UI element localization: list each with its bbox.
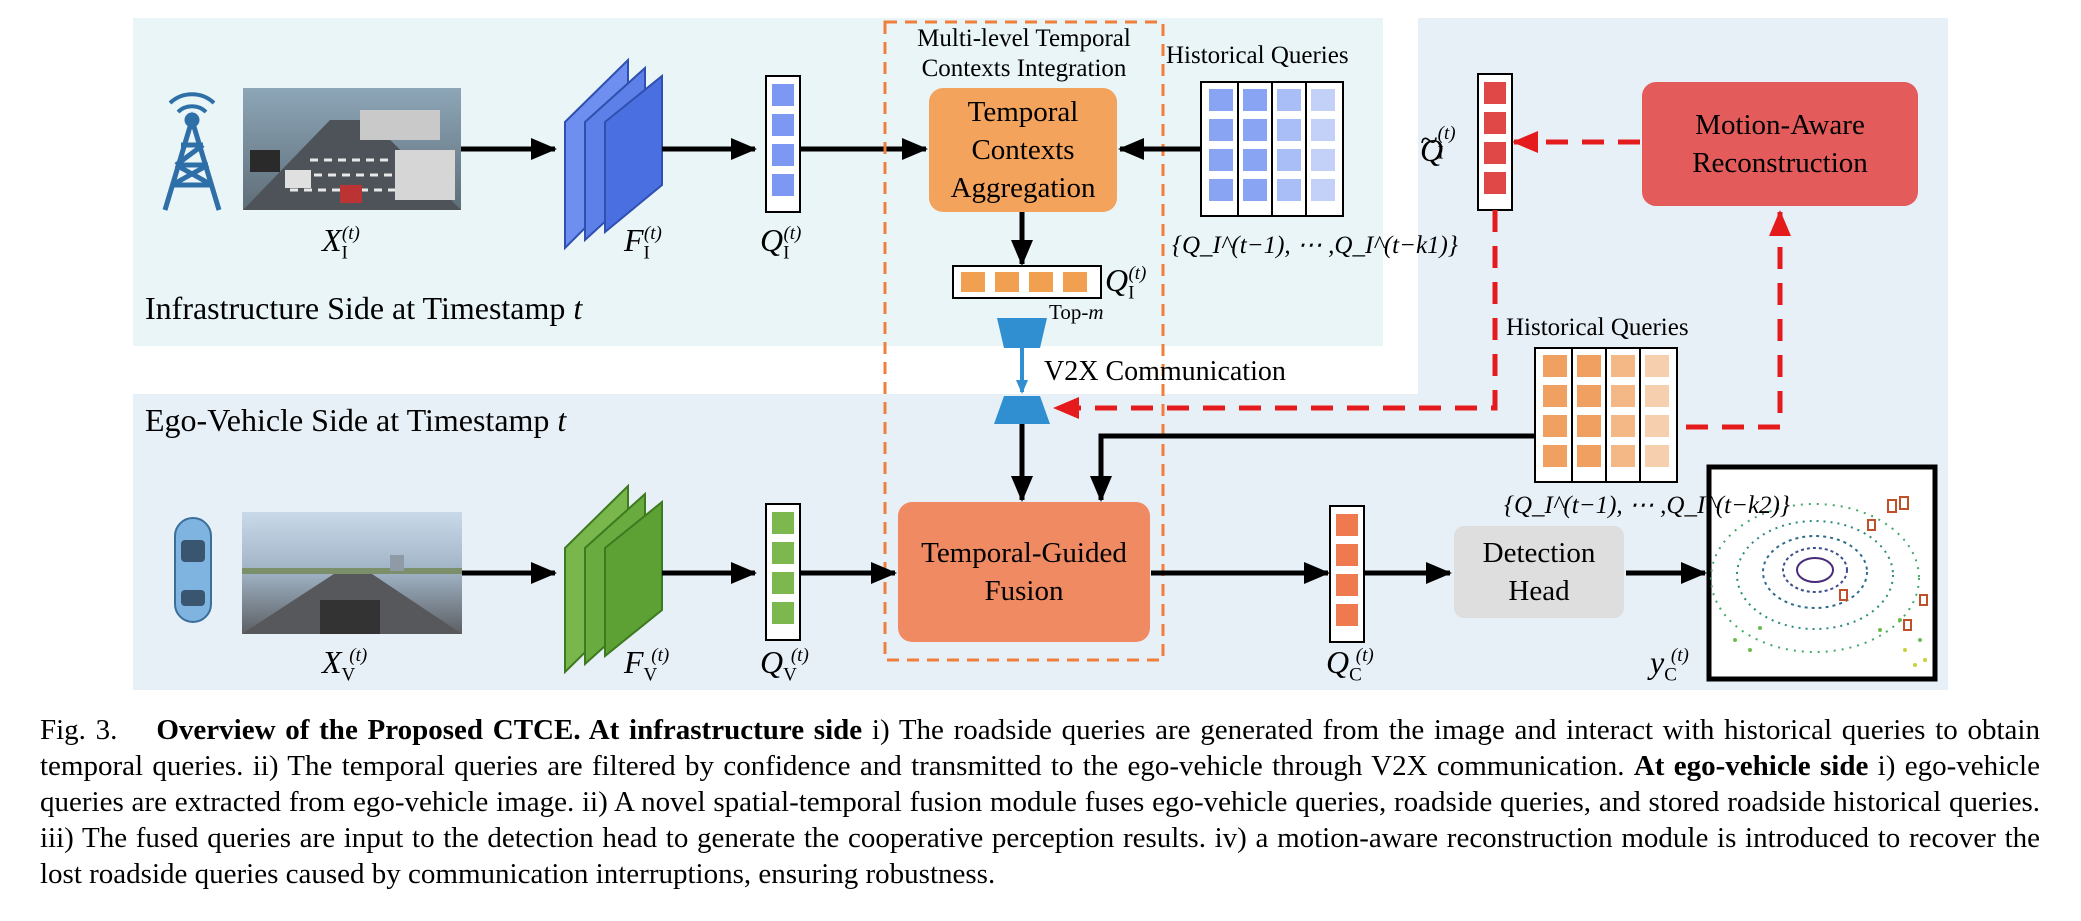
figure-caption: Fig. 3. Overview of the Proposed CTCE. A… (40, 712, 2040, 892)
label-q-temporal: QI(t) (1105, 262, 1147, 304)
label-x-infra: XI(t) (322, 222, 360, 264)
infra-feature-maps (564, 57, 663, 251)
ego-camera-image (242, 512, 462, 634)
label-f-ego: FV(t) (624, 644, 670, 686)
historical-queries-grid-blue (1200, 81, 1344, 217)
historical-set-k1: {Q_I^(t−1), ⋯ ,Q_I^(t−k1)} (1172, 232, 1458, 259)
ego-panel-label: Ego-Vehicle Side at Timestamp t (145, 402, 567, 438)
label-y-output: yC(t) (1650, 644, 1689, 686)
temporal-contexts-aggregation-box: Temporal Contexts Aggregation (929, 88, 1117, 212)
ego-query-column (765, 503, 801, 641)
infra-camera-image (243, 88, 461, 210)
top-m-label: Top-m (1049, 300, 1104, 324)
ego-feature-maps (564, 483, 663, 675)
infra-query-column (765, 75, 801, 213)
temporal-guided-fusion-box: Temporal-Guided Fusion (898, 502, 1150, 642)
mlti-title: Multi-level Temporal Contexts Integratio… (917, 25, 1131, 82)
label-q-combined: QC(t) (1326, 644, 1374, 686)
combined-query-column (1329, 505, 1365, 643)
temporal-query-row (952, 265, 1102, 299)
label-q-ego: QV(t) (760, 644, 809, 686)
caption-part2: i) ego-vehicle queries are extracted fro… (40, 750, 2040, 890)
infra-panel-label: Infrastructure Side at Timestamp t (145, 290, 583, 326)
historical-set-k2: {Q_I^(t−1), ⋯ ,Q_I^(t−k2)} (1504, 492, 1790, 519)
motion-aware-reconstruction-box: Motion-Aware Reconstruction (1642, 82, 1918, 206)
historical-queries-label-right: Historical Queries (1506, 314, 1689, 341)
caption-bold-ego: At ego-vehicle side (1633, 750, 1869, 782)
label-x-ego: XV(t) (322, 644, 368, 686)
car-icon (174, 517, 212, 623)
figure: Infrastructure Side at Timestamp t Ego-V… (133, 18, 1948, 690)
caption-part1: i) The roadside queries are generated fr… (40, 714, 2040, 782)
label-f-infra: FI(t) (624, 222, 662, 264)
detection-result-image (1706, 464, 1938, 682)
historical-queries-grid-orange (1534, 347, 1678, 483)
caption-fig-number: Fig. 3. (40, 714, 118, 746)
historical-queries-label-top: Historical Queries (1166, 42, 1349, 69)
label-q-infra: QI(t) (760, 222, 802, 264)
v2x-label: V2X Communication (1044, 356, 1286, 387)
caption-bold-title: Overview of the Proposed CTCE. At infras… (156, 714, 863, 746)
reconstructed-query-column (1477, 73, 1513, 211)
detection-head-box: Detection Head (1454, 526, 1624, 618)
v2x-channel (994, 318, 1050, 424)
tower-icon (162, 92, 222, 211)
